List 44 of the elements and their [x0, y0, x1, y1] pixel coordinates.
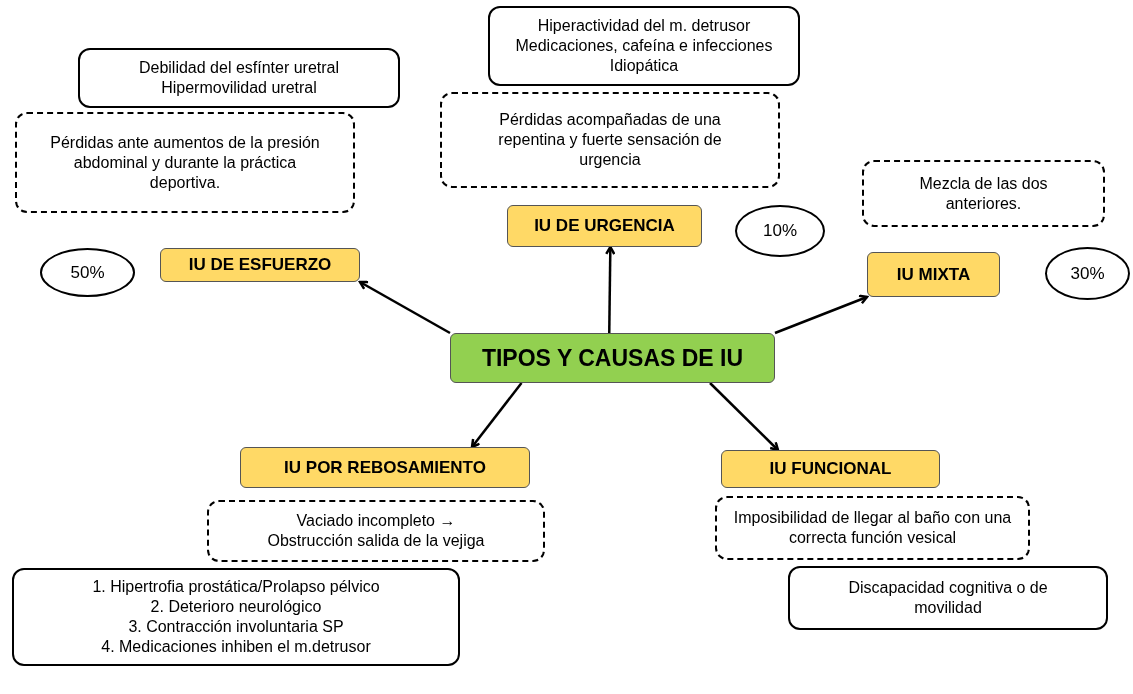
- node-text: IU DE URGENCIA: [534, 215, 675, 237]
- description-box: [207, 500, 545, 562]
- node-text: Mezcla de las dos anteriores.: [918, 173, 1049, 214]
- type-box: [867, 252, 1000, 297]
- node-text: Discapacidad cognitiva o de movilidad: [847, 578, 1049, 618]
- node-text: IU MIXTA: [896, 263, 971, 286]
- node-text: Hipermovilidad uretral: [161, 78, 317, 98]
- node-text: 2. Deterioro neurológico: [150, 597, 322, 617]
- node-text: 3. Contracción involuntaria SP: [128, 617, 344, 637]
- node-text: Pérdidas acompañadas de una repentina y fuerte sensación de urgencia: [497, 110, 723, 170]
- node-text: 50%: [70, 261, 105, 284]
- node-text: 30%: [1070, 262, 1105, 285]
- node-text: IU FUNCIONAL: [769, 458, 892, 480]
- cause-box: [788, 566, 1108, 630]
- arrow: [709, 382, 780, 452]
- type-box: [160, 248, 360, 282]
- node-text: Vaciado incompleto → Obstrucción salida de la vejiga: [266, 511, 486, 551]
- cause-box: [78, 48, 400, 108]
- description-box: [862, 160, 1105, 227]
- node-text: 10%: [763, 220, 797, 242]
- arrow: [605, 245, 616, 333]
- node-text: IU POR REBOSAMIENTO: [284, 456, 486, 479]
- node-text: TIPOS Y CAUSAS DE IU: [481, 343, 744, 373]
- type-box: [721, 450, 940, 488]
- node-text: 1. Hipertrofia prostática/Prolapso pélvico: [92, 577, 380, 597]
- node-text: Pérdidas ante aumentos de la presión abdominal y durante la práctica deportiva.: [49, 132, 321, 193]
- description-box: [440, 92, 780, 188]
- node-text: IU DE ESFUERZO: [188, 254, 332, 276]
- cause-box: [488, 6, 800, 86]
- node-text: Debilidad del esfínter uretral: [138, 58, 340, 78]
- arrow: [358, 280, 451, 335]
- node-text: Idiopática: [609, 56, 679, 76]
- description-box: [715, 496, 1030, 560]
- node-text: 4. Medicaciones inhiben el m.detrusor: [101, 637, 371, 657]
- cause-list-box: [12, 568, 460, 666]
- arrow: [774, 294, 869, 335]
- type-box: [240, 447, 530, 488]
- arrow: [470, 382, 523, 449]
- node-text: Hiperactividad del m. detrusor: [537, 16, 751, 36]
- description-box: [15, 112, 355, 213]
- node-text: Imposibilidad de llegar al baño con una correcta función vesical: [732, 508, 1013, 548]
- central-topic-box: [450, 333, 775, 383]
- type-box: [507, 205, 702, 247]
- node-text: Medicaciones, cafeína e infecciones: [515, 36, 773, 56]
